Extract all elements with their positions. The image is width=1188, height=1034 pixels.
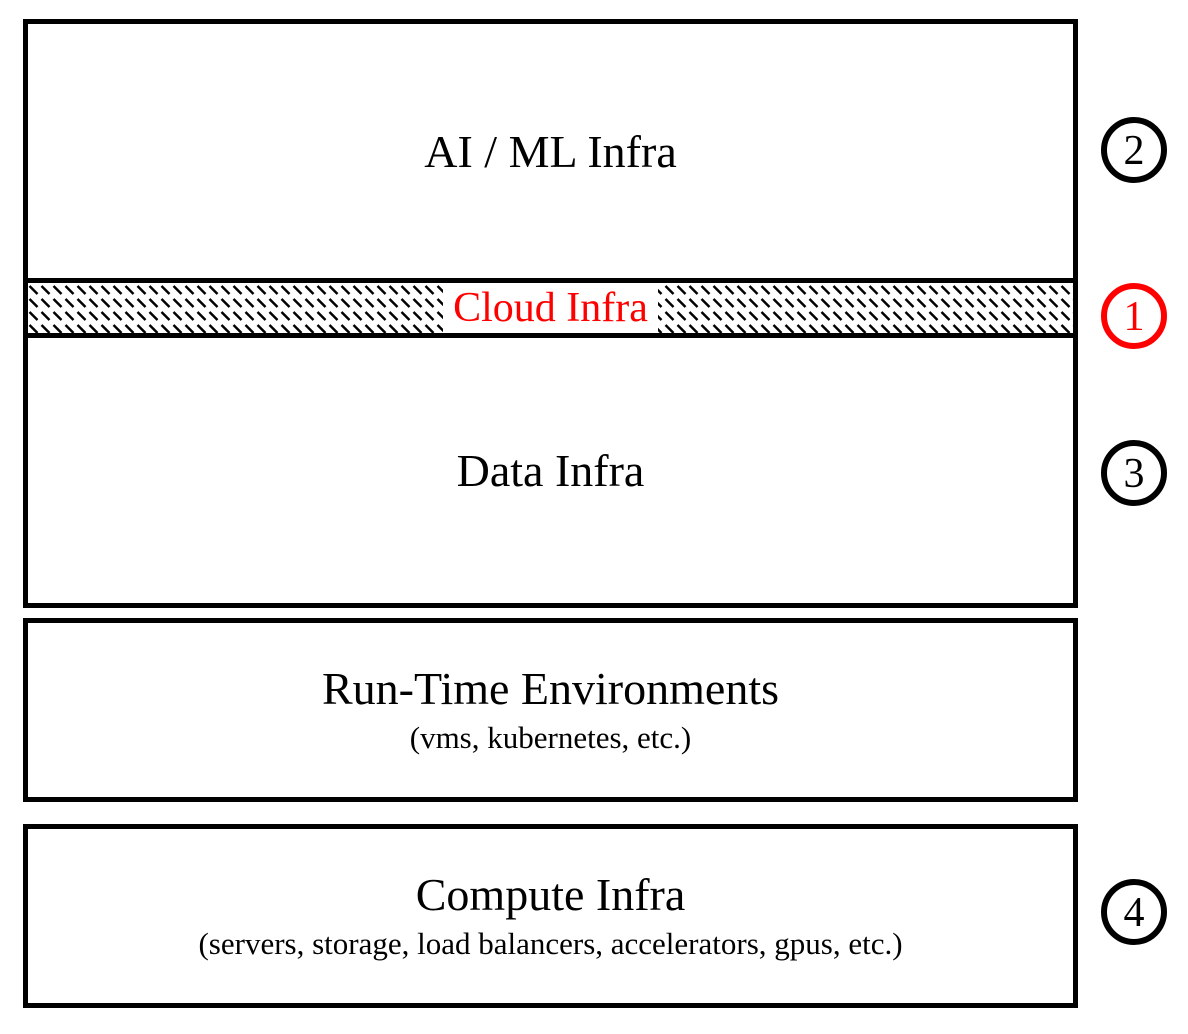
badge-circle-3: 3 (1101, 440, 1167, 506)
runtime-environments-title: Run-Time Environments (321, 663, 780, 715)
badge-number-3: 3 (1123, 451, 1145, 497)
compute-infra-box: Compute Infra (servers, storage, load ba… (23, 824, 1078, 1008)
badge-circle-1: 1 (1101, 283, 1167, 349)
cloud-infra-layer: Cloud Infra (28, 278, 1073, 338)
compute-infra-subtitle: (servers, storage, load balancers, accel… (198, 925, 903, 961)
data-infra-label: Data Infra (456, 445, 645, 496)
ai-ml-infra-layer: AI / ML Infra (28, 24, 1073, 278)
badge-number-2: 2 (1123, 128, 1145, 174)
data-infra-layer: Data Infra (28, 338, 1073, 603)
badge-circle-2: 2 (1101, 117, 1167, 183)
ai-ml-infra-label: AI / ML Infra (424, 125, 677, 177)
runtime-environments-subtitle: (vms, kubernetes, etc.) (409, 719, 692, 755)
cloud-infra-label: Cloud Infra (443, 283, 658, 333)
badge-number-1: 1 (1123, 294, 1145, 340)
infra-stack-box: AI / ML Infra Cloud Infra Data Infra (23, 19, 1078, 608)
badge-number-4: 4 (1123, 890, 1145, 936)
runtime-environments-box: Run-Time Environments (vms, kubernetes, … (23, 618, 1078, 802)
compute-infra-title: Compute Infra (415, 869, 686, 921)
badge-circle-4: 4 (1101, 879, 1167, 945)
